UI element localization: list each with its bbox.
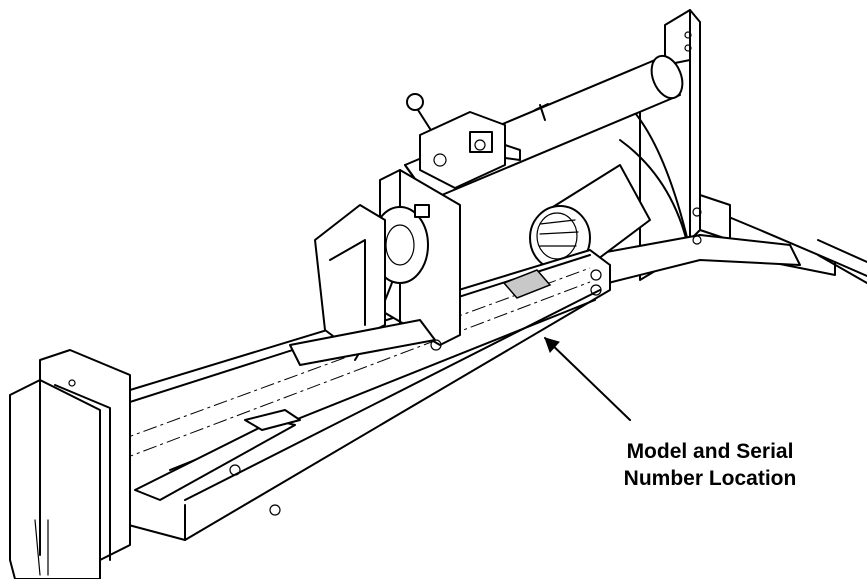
front-end-box xyxy=(9,349,131,580)
callout-leader xyxy=(544,337,631,421)
callout-label: Model and Serial Number Location xyxy=(560,438,860,492)
tongue-arm xyxy=(699,194,867,284)
rear-frame xyxy=(589,9,801,286)
splitting-wedge xyxy=(289,204,436,366)
serial-number-plate xyxy=(502,269,552,299)
control-valve xyxy=(406,93,521,189)
callout-line-1: Model and Serial xyxy=(626,440,794,463)
foot-plate xyxy=(134,339,442,516)
callout-line-2: Number Location xyxy=(623,467,797,490)
